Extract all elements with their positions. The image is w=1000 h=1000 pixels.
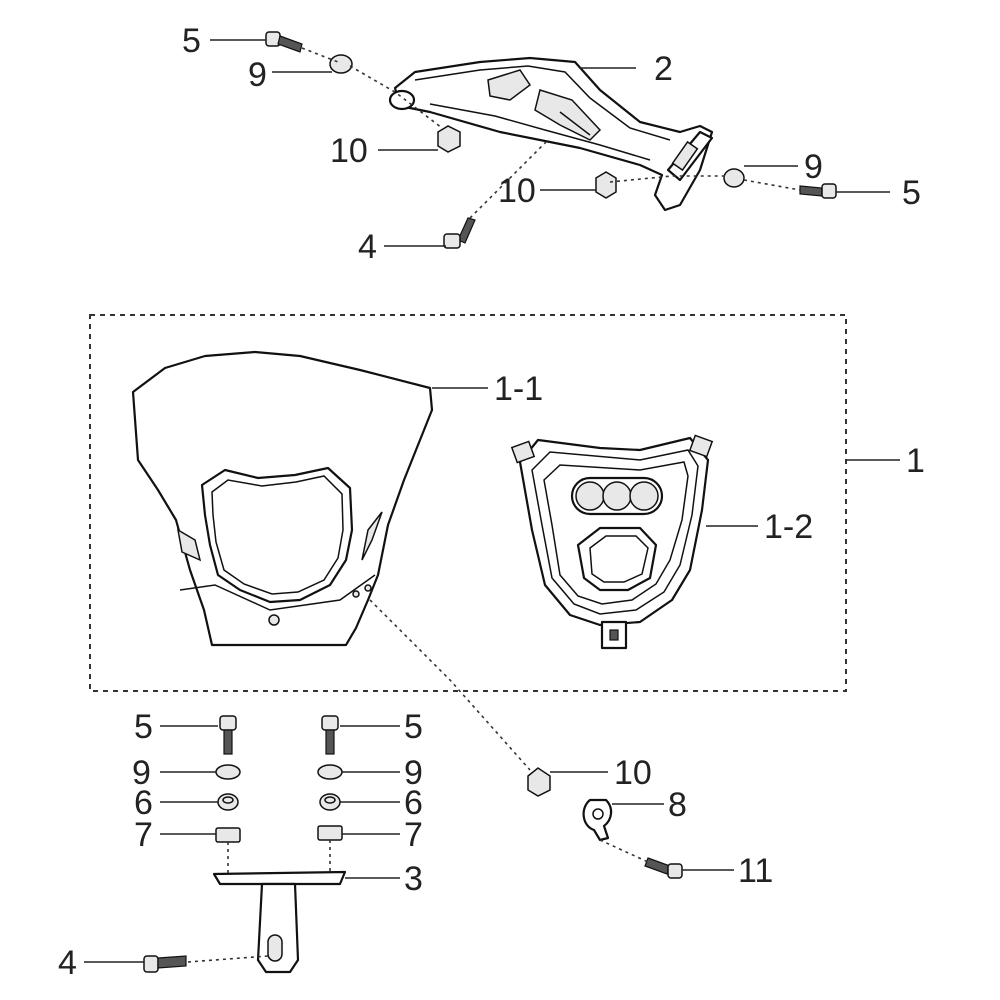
bolt-5-bl bbox=[219, 715, 237, 755]
callout-9-bottom-left: 9 bbox=[132, 754, 151, 792]
bolt-5-right bbox=[799, 183, 837, 199]
callout-1-2: 1-2 bbox=[764, 508, 813, 546]
headlight-unit-part-1-2 bbox=[510, 434, 714, 650]
bolt-11 bbox=[644, 857, 683, 879]
nut-10-mid bbox=[595, 171, 617, 199]
callout-5-top: 5 bbox=[182, 22, 201, 60]
callout-5-bottom-left: 5 bbox=[134, 708, 153, 746]
grommet-7-r bbox=[317, 825, 343, 841]
washer-9-right bbox=[723, 168, 745, 188]
callout-4-top: 4 bbox=[358, 228, 377, 266]
grommet-7-l bbox=[215, 827, 241, 843]
assembly-group-box bbox=[89, 314, 847, 692]
spacer-6-r bbox=[319, 793, 341, 811]
bolt-5-br bbox=[321, 715, 339, 755]
upper-bracket-part-2 bbox=[388, 56, 714, 212]
callout-3: 3 bbox=[404, 860, 423, 898]
callout-6-left: 6 bbox=[134, 784, 153, 822]
callout-10-top: 10 bbox=[330, 132, 368, 170]
callout-5-bottom-right: 5 bbox=[404, 708, 423, 746]
callout-5-right: 5 bbox=[902, 174, 921, 212]
nut-10-top bbox=[437, 125, 461, 153]
callout-7-left: 7 bbox=[134, 816, 153, 854]
callout-9-top: 9 bbox=[248, 56, 267, 94]
callout-1: 1 bbox=[906, 442, 925, 480]
bolt-4-top bbox=[443, 217, 476, 249]
nut-10-br bbox=[527, 767, 551, 797]
spacer-6-l bbox=[217, 793, 239, 811]
callout-2: 2 bbox=[654, 50, 673, 88]
callout-1-1: 1-1 bbox=[494, 370, 543, 408]
washer-9-bl bbox=[215, 764, 241, 780]
callout-9-bottom-right: 9 bbox=[404, 754, 423, 792]
washer-9-top bbox=[329, 54, 353, 74]
callout-8: 8 bbox=[668, 786, 687, 824]
callout-6-right: 6 bbox=[404, 784, 423, 822]
callout-7-right: 7 bbox=[404, 816, 423, 854]
callout-11: 11 bbox=[738, 852, 773, 890]
callout-10-bottom-right: 10 bbox=[614, 754, 652, 792]
bolt-4-bottom bbox=[143, 955, 187, 973]
callout-10-mid: 10 bbox=[498, 172, 536, 210]
washer-9-br bbox=[317, 764, 343, 780]
bolt-5-top bbox=[265, 31, 303, 53]
front-shell-part-1-1 bbox=[131, 350, 434, 647]
lower-mount-part-3 bbox=[212, 870, 347, 974]
clip-8 bbox=[582, 798, 613, 842]
callout-4-bottom: 4 bbox=[58, 944, 77, 982]
callout-9-right: 9 bbox=[804, 148, 823, 186]
